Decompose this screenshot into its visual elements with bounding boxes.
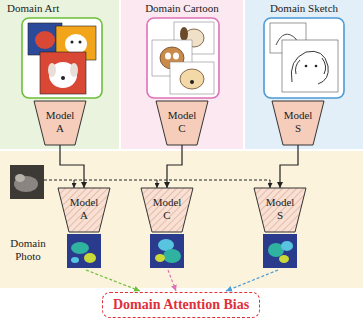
attention-map	[263, 234, 297, 268]
attention-map	[155, 254, 165, 262]
domain-panel: Domain SketchModel S	[245, 0, 363, 149]
sketch-image	[282, 40, 338, 92]
attention-map	[84, 253, 96, 263]
dashed-feed	[270, 180, 271, 188]
attention-map	[150, 234, 184, 268]
map-arrow	[168, 270, 176, 291]
model-trapezoid: Model C	[156, 101, 208, 145]
trapezoid-outline	[34, 101, 86, 145]
panel-ground	[0, 0, 119, 149]
panel-ground	[245, 0, 363, 149]
trapezoid-outline	[156, 101, 208, 145]
image-frame	[22, 18, 102, 98]
domain-label: Domain Cartoon	[121, 2, 243, 15]
domain-panel: Domain Photo Model A Model C Model S	[0, 151, 363, 288]
art-image	[40, 52, 86, 94]
trapezoid-outline	[141, 188, 193, 232]
dashed-feed	[74, 180, 75, 188]
model-label: Model A	[67, 196, 101, 222]
domain-label: Domain Art	[7, 2, 59, 15]
model-label: Model C	[150, 196, 184, 222]
art-image	[71, 41, 74, 44]
cartoon-image	[173, 53, 179, 60]
photo-image	[10, 165, 44, 199]
attention-map	[71, 242, 89, 254]
trapezoid-outline	[58, 188, 110, 232]
attention-map	[279, 255, 289, 263]
panel-ground	[121, 0, 243, 149]
sketch-image	[315, 65, 318, 68]
photo-image	[15, 174, 25, 182]
trapezoid-outline	[254, 188, 306, 232]
cartoon-image	[165, 53, 171, 60]
model-transfer-arrow	[167, 145, 182, 188]
attention-map	[263, 234, 297, 268]
model-label: Model S	[263, 196, 297, 222]
map-arrow	[226, 270, 278, 291]
attention-map	[163, 249, 181, 263]
trapezoid-outline	[272, 101, 324, 145]
image-frame	[147, 18, 219, 98]
art-image	[61, 76, 65, 80]
sketch-image	[291, 51, 328, 84]
art-image	[48, 63, 56, 77]
domain-label: Domain Sketch	[245, 2, 363, 15]
cartoon-image	[180, 69, 204, 89]
model-trapezoid: Model C	[141, 188, 193, 232]
model-label: Model A	[43, 109, 77, 135]
art-image	[35, 31, 55, 49]
model-trapezoid: Model A	[58, 188, 110, 232]
model-trapezoid: Model A	[34, 101, 86, 145]
cartoon-image	[170, 62, 214, 94]
bias-box: Domain Attention Bias	[102, 292, 260, 318]
cartoon-image	[190, 80, 194, 84]
art-image	[49, 62, 77, 88]
dashed-feed	[157, 180, 158, 188]
art-image	[65, 34, 87, 54]
domain-panel: Domain CartoonModel C	[121, 0, 243, 149]
bias-label: Domain Attention Bias	[113, 296, 249, 314]
cartoon-image	[180, 27, 188, 41]
attention-map	[281, 241, 293, 251]
attention-map	[71, 257, 79, 263]
domain-panel: Domain ArtModel A	[0, 0, 119, 149]
panel-ground	[0, 151, 363, 288]
art-image	[79, 41, 82, 44]
art-image	[70, 63, 78, 77]
map-arrow	[86, 270, 140, 291]
domain-label: Domain Photo	[6, 237, 50, 263]
attention-map	[150, 234, 184, 268]
model-trapezoid: Model S	[254, 188, 306, 232]
model-transfer-arrow	[280, 145, 298, 188]
model-trapezoid: Model S	[272, 101, 324, 145]
model-label: Model S	[281, 109, 315, 135]
image-frame	[264, 18, 344, 98]
model-transfer-arrow	[60, 145, 84, 188]
sketch-image	[305, 65, 308, 68]
attention-map	[67, 234, 101, 268]
model-label: Model C	[165, 109, 199, 135]
attention-map	[67, 234, 101, 268]
